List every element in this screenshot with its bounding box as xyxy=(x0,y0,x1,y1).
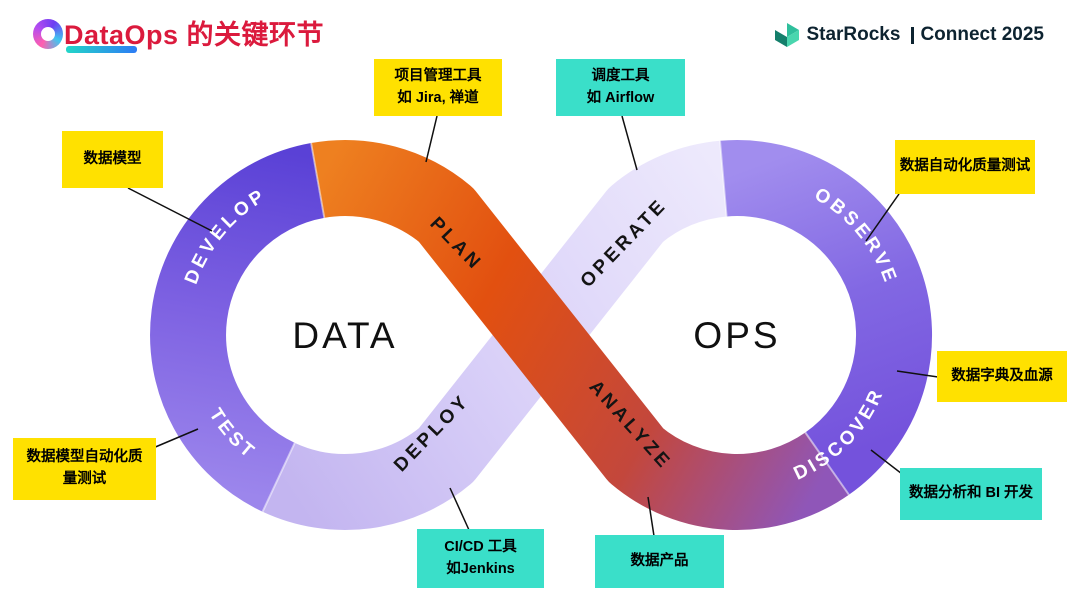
callout-project-mgmt-tools: 项目管理工具 如 Jira, 禅道 xyxy=(374,59,502,116)
segment-seam xyxy=(310,142,326,218)
callout-text: 如 Jira, 禅道 xyxy=(397,89,479,106)
callout-text: 数据自动化质量测试 xyxy=(899,158,1031,175)
callout-connector-line xyxy=(647,496,655,537)
callout-text: 如Jenkins xyxy=(446,560,515,577)
callout-model-quality-test: 数据模型自动化质 量测试 xyxy=(13,438,156,500)
loop-word-data: DATA xyxy=(292,315,397,356)
callout-connector-line xyxy=(425,115,438,163)
callout-text: 数据字典及血源 xyxy=(951,367,1053,384)
callout-data-dictionary: 数据字典及血源 xyxy=(937,351,1067,402)
callout-connector-line xyxy=(621,115,638,171)
callout-connector-line xyxy=(865,193,900,242)
callout-data-product: 数据产品 xyxy=(595,535,724,588)
callout-text: 调度工具 xyxy=(591,67,650,84)
callout-connector-line xyxy=(449,487,470,531)
brand-name: StarRocks xyxy=(806,24,901,45)
callout-text: 项目管理工具 xyxy=(394,67,482,84)
segment-seam xyxy=(261,442,296,513)
callout-text: 如 Airflow xyxy=(586,89,655,106)
segment-seam xyxy=(804,431,850,496)
callout-connector-line xyxy=(896,370,939,378)
callout-text: 数据模型自动化质 xyxy=(26,449,143,466)
page-title: DataOps 的关键环节 xyxy=(64,20,325,50)
segment-seam xyxy=(719,140,728,217)
callout-cicd-tools: CI/CD 工具 如Jenkins xyxy=(417,529,544,588)
callout-connector-line xyxy=(152,428,199,449)
starrocks-logo-icon xyxy=(775,23,800,47)
callout-text: 量测试 xyxy=(62,471,107,487)
callout-scheduler-tools: 调度工具 如 Airflow xyxy=(556,59,685,116)
loop-word-ops: OPS xyxy=(693,315,780,356)
callout-text: 数据产品 xyxy=(630,552,689,569)
callout-text: CI/CD 工具 xyxy=(444,538,517,555)
brand-lockup: StarRocks Connect 2025 xyxy=(774,22,1044,48)
callout-connector-line xyxy=(127,187,213,232)
loop-segment-plan-analyze xyxy=(311,140,849,530)
brand-divider xyxy=(911,26,915,44)
callout-text: 数据分析和 BI 开发 xyxy=(908,485,1034,502)
event-logo-icon xyxy=(33,19,63,49)
callout-auto-quality-test: 数据自动化质量测试 xyxy=(895,140,1035,194)
callout-data-model: 数据模型 xyxy=(62,131,163,188)
loop-segment-observe-discover xyxy=(720,140,933,495)
brand-event: Connect 2025 xyxy=(920,24,1044,45)
loop-segment-develop-test xyxy=(150,142,326,512)
callout-text: 数据模型 xyxy=(83,150,142,167)
loop-segment-deploy-operate xyxy=(262,140,728,530)
title-underline xyxy=(66,46,137,53)
callout-bi-development: 数据分析和 BI 开发 xyxy=(900,468,1042,520)
